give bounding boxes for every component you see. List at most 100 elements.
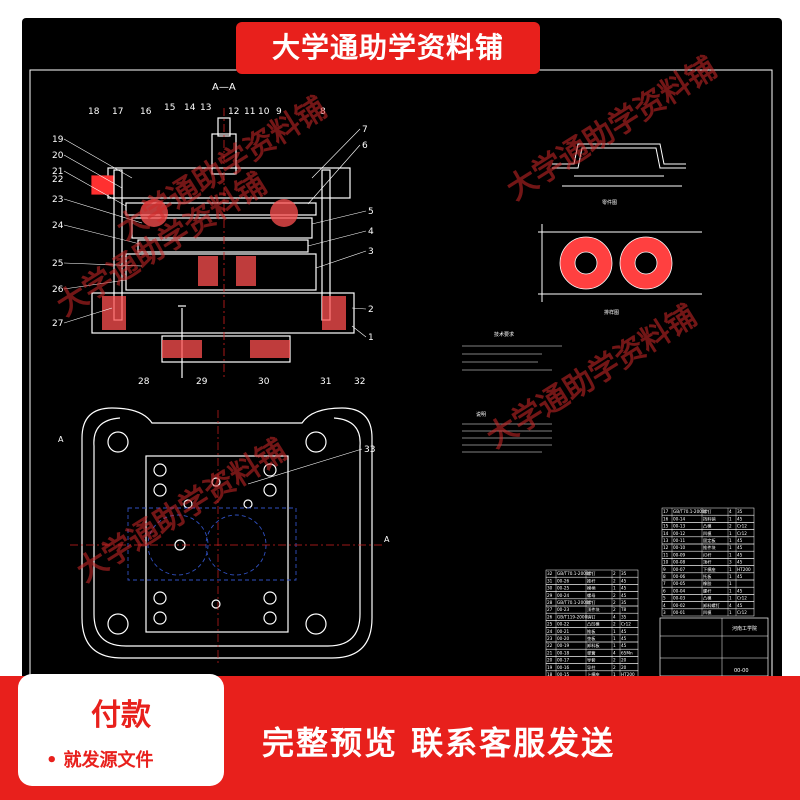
bom-cell-mat: 45: [621, 629, 627, 634]
svg-text:28: 28: [138, 377, 150, 387]
bom-cell-code: 00-15: [557, 672, 570, 677]
bom-cell-qty: 1: [729, 610, 732, 615]
bom-cell-mat: 35: [621, 600, 627, 605]
payment-subtitle: 就发源文件: [46, 746, 154, 772]
svg-text:16: 16: [140, 107, 152, 117]
bom-cell-qty: 1: [729, 552, 732, 557]
die-block: [125, 253, 317, 291]
guide-bushing-left: [91, 175, 115, 195]
payment-title: 付款: [91, 698, 151, 733]
bom-cell-code: 00-23: [557, 607, 570, 612]
bom-cell-mat: 65Mn: [621, 650, 633, 655]
bom-cell-no: 29: [547, 593, 553, 598]
svg-text:31: 31: [320, 377, 331, 387]
svg-text:8: 8: [320, 107, 326, 117]
bom-cell-name: 弹簧: [587, 649, 595, 656]
bom-cell-name: 托板: [703, 573, 712, 580]
payment-box[interactable]: 付款 就发源文件: [18, 674, 224, 786]
guide-hole-bl: [107, 613, 129, 635]
part-profile-outer: [552, 143, 686, 165]
bom-cell-code: GB/T70.1-2000: [673, 509, 705, 514]
bom-cell-name: 推杆: [587, 577, 596, 584]
bom-cell-qty: 2: [613, 607, 616, 612]
bom-cell-name: 凸模: [703, 595, 712, 602]
svg-text:6: 6: [362, 141, 368, 151]
bom-cell-code: GB/T70.1-2000: [557, 571, 589, 576]
bom-cell-qty: 1: [729, 531, 732, 536]
bom-cell-no: 22: [547, 643, 553, 648]
bom-cell-name: 螺母: [587, 592, 595, 599]
leader-lines: [63, 128, 367, 485]
notes-lines: [462, 423, 552, 453]
svg-text:22: 22: [52, 175, 63, 185]
bom-cell-mat: 45: [737, 545, 743, 550]
bom-cell-name: 卸料螺钉: [703, 602, 721, 609]
bom-cell-name: 固定板: [703, 537, 716, 544]
bom-cell-code: 00-13: [673, 524, 686, 529]
die-plate: [145, 455, 289, 633]
bom-cell-name: 凸凹模: [587, 621, 600, 628]
bom-cell-no: 23: [547, 636, 553, 641]
shop-title-banner: 大学通助学资料铺: [236, 22, 540, 74]
bom-cell-name: 螺杆: [703, 587, 712, 594]
bom-cell-qty: 2: [613, 665, 616, 670]
bom-cell-qty: 4: [613, 650, 616, 655]
bom-cell-no: 28: [547, 600, 553, 605]
svg-text:19: 19: [52, 135, 64, 145]
strip-layout: [538, 224, 702, 302]
guide-hole-br: [305, 613, 327, 635]
tech-requirements-title: 技术要求: [494, 331, 514, 338]
bom-cell-qty: 1: [729, 567, 732, 572]
bom-cell-name: 推板: [587, 628, 596, 635]
svg-text:11: 11: [244, 107, 255, 117]
bom-cell-qty: 4: [613, 614, 616, 619]
drawing-frame: [29, 69, 773, 683]
bom-cell-name: 螺钉: [587, 570, 596, 577]
svg-text:26: 26: [52, 285, 64, 295]
bom-cell-code: 00-08: [673, 560, 686, 565]
section-label: A—A: [212, 82, 236, 93]
guide-hole-tr: [305, 431, 327, 453]
bom-cell-mat: 45: [621, 578, 627, 583]
bom-cell-mat: 45: [737, 574, 743, 579]
bom-cell-name: 橡胶: [703, 580, 711, 587]
bom-cell-qty: 1: [613, 643, 616, 648]
bom-cell-mat: 20: [621, 665, 627, 670]
bom-cell-name: 螺钉: [587, 599, 596, 606]
part-drawing: [552, 143, 686, 187]
bom-cell-mat: HT200: [737, 567, 751, 572]
bom-cell-qty: 2: [729, 524, 732, 529]
bom-cell-code: 00-14: [673, 516, 686, 521]
svg-text:15: 15: [164, 103, 175, 113]
bom-cell-code: 00-02: [673, 603, 686, 608]
svg-text:1: 1: [368, 333, 374, 343]
bom-cell-mat: Cr12: [737, 531, 747, 536]
die-shoe-inner: [93, 417, 361, 647]
bom-cell-code: 00-05: [673, 581, 686, 586]
bom-cell-qty: 4: [729, 603, 732, 608]
bom-cell-qty: 2: [613, 622, 616, 627]
section-hatching: [102, 199, 346, 358]
bom-cell-code: 00-06: [673, 574, 686, 579]
bom-cell-mat: 45: [621, 636, 627, 641]
tech-requirement-lines: [462, 345, 562, 371]
bom-cell-code: 00-21: [557, 629, 570, 634]
bom-cell-no: 26: [547, 614, 553, 619]
bom-cell-mat: Cr12: [737, 610, 747, 615]
bom-cell-qty: 2: [613, 571, 616, 576]
punch-holder: [131, 217, 313, 239]
